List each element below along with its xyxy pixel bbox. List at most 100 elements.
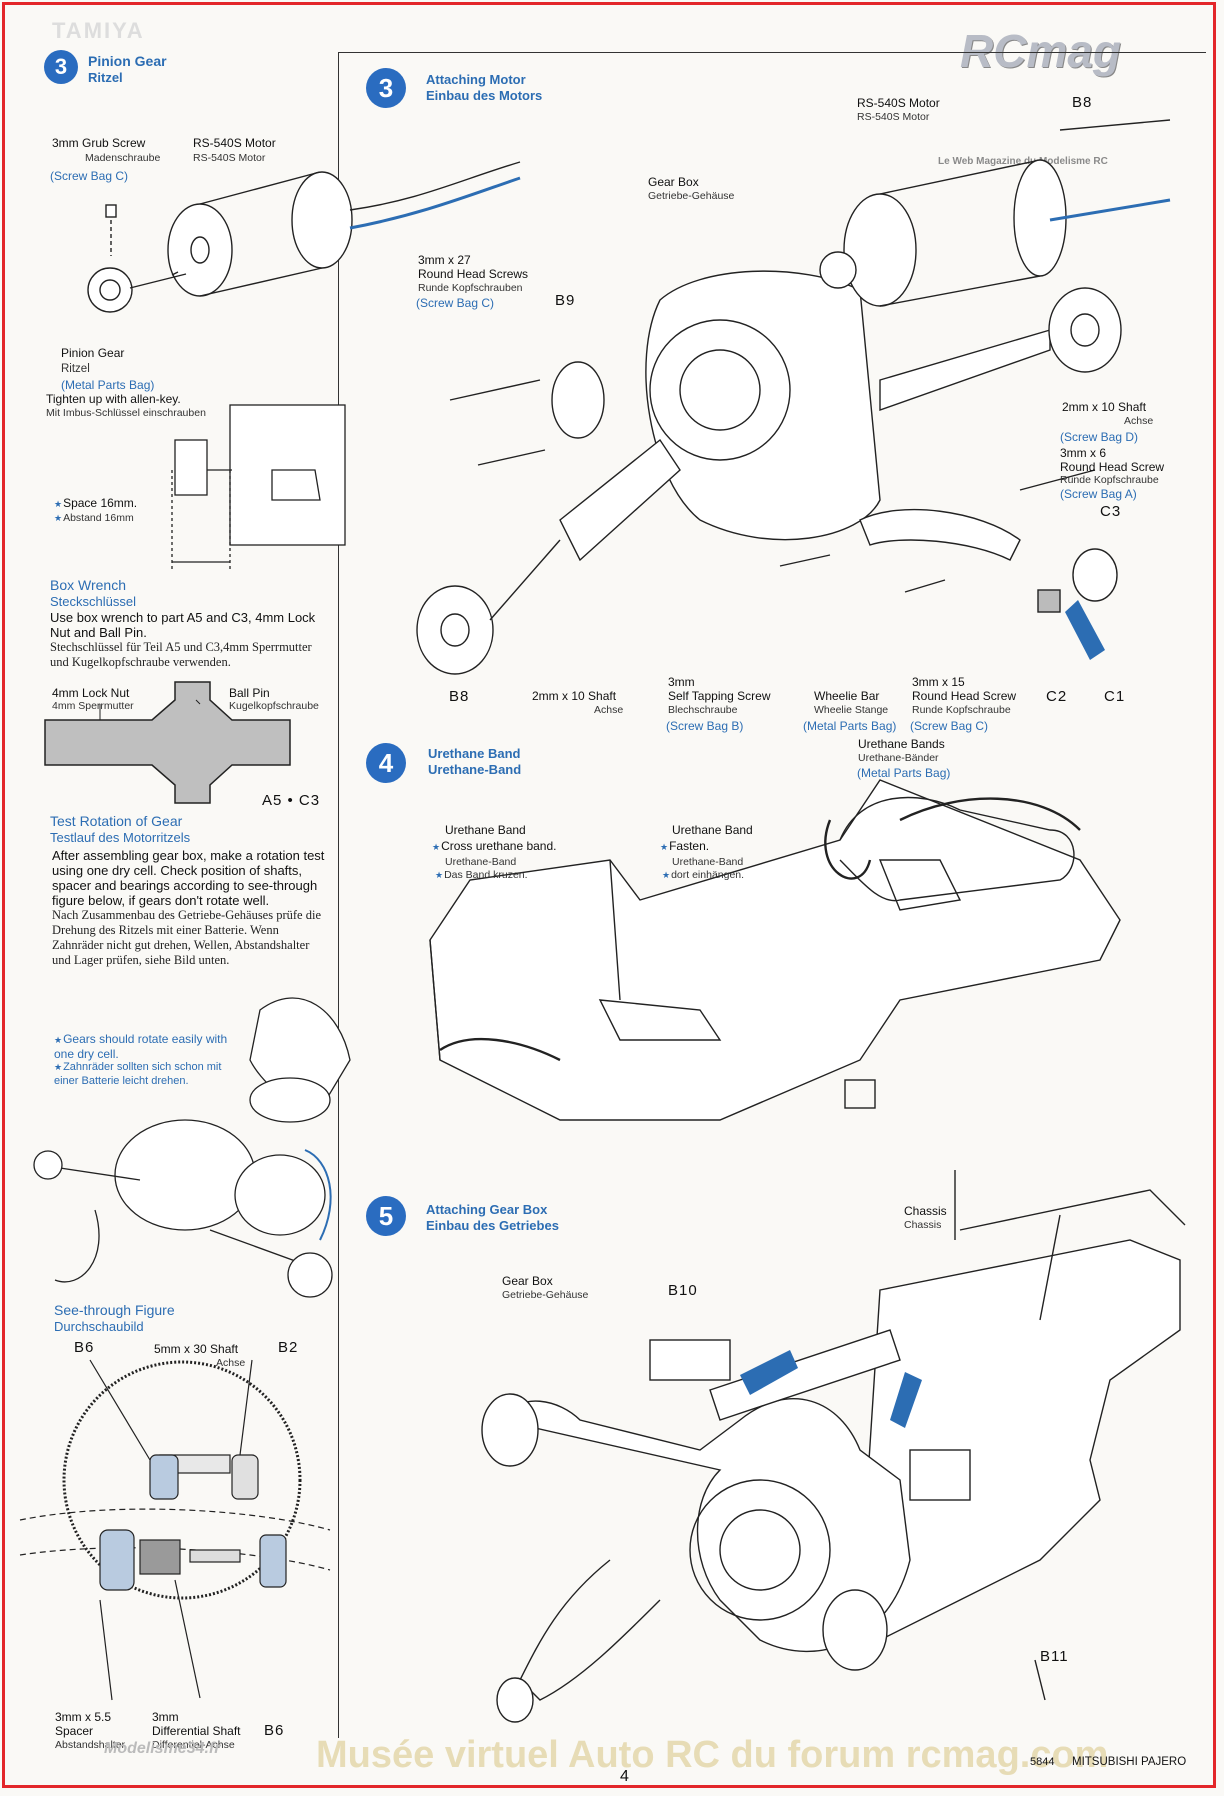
test-title-en: Test Rotation of Gear bbox=[50, 813, 183, 829]
pinion-gear-label: Pinion Gear bbox=[61, 346, 125, 360]
rhs-3x6-size: 3mm x 6 bbox=[1060, 446, 1107, 460]
rhs-3x15-size: 3mm x 15 bbox=[912, 675, 965, 689]
ballpin-label: Ball Pin bbox=[229, 686, 270, 700]
grub-screw-label-de: Madenschraube bbox=[85, 152, 161, 164]
box-wrench-shape bbox=[44, 681, 291, 804]
test-rotation-illustration bbox=[33, 997, 351, 1298]
rotation-note-en: Gears should rotate easily with one dry … bbox=[54, 1032, 234, 1061]
see-through-illustration bbox=[19, 1359, 331, 1701]
chassis-label-de: Chassis bbox=[904, 1219, 942, 1231]
wrench-text-en: Use box wrench to part A5 and C3, 4mm Lo… bbox=[50, 610, 316, 640]
step5-title-en: Attaching Gear Box bbox=[426, 1202, 548, 1217]
pinion-gear-bag: (Metal Parts Bag) bbox=[61, 378, 155, 392]
tighten-text: Tighten up with allen-key. bbox=[46, 392, 181, 406]
bands-label-de: Urethane-Bänder bbox=[858, 752, 939, 764]
locknut-label-de: 4mm Sperrmutter bbox=[52, 700, 134, 712]
band1-label: Urethane Band bbox=[445, 823, 526, 837]
step5-title-de: Einbau des Getriebes bbox=[426, 1218, 559, 1233]
screws-27-label-de: Runde Kopfschrauben bbox=[418, 282, 523, 294]
step3-title-de: Einbau des Motors bbox=[426, 88, 543, 103]
rcmag-tagline: Le Web Magazine du Modelisme RC bbox=[938, 156, 1108, 167]
test-text: After assembling gear box, make a rotati… bbox=[52, 848, 330, 968]
shaft-2x10-label: 2mm x 10 Shaft bbox=[1062, 400, 1147, 414]
step5-gearbox-label: Gear Box bbox=[502, 1274, 553, 1288]
bands-label: Urethane Bands bbox=[858, 737, 945, 751]
bottom-watermark: Musée virtuel Auto RC du forum rcmag.com bbox=[316, 1734, 1109, 1776]
screws-27-size: 3mm x 27 bbox=[418, 253, 471, 267]
screws-27-bag: (Screw Bag C) bbox=[416, 296, 495, 310]
band1-note: Cross urethane band. bbox=[432, 839, 556, 854]
step5-number: 5 bbox=[366, 1196, 406, 1236]
pinion-title-en: Pinion Gear bbox=[88, 53, 167, 69]
rhs-3x6-label: Round Head Screw bbox=[1060, 460, 1165, 474]
space-note: Space 16mm. bbox=[54, 496, 137, 511]
wrench-title-de: Steckschlüssel bbox=[50, 594, 136, 609]
modelisme34-watermark: Modelisme34.fr bbox=[104, 1740, 221, 1757]
test-text-en: After assembling gear box, make a rotati… bbox=[52, 848, 325, 908]
shaft-5x30-label: 5mm x 30 Shaft bbox=[154, 1342, 239, 1356]
bands-bag: (Metal Parts Bag) bbox=[857, 766, 951, 780]
brand-header: TAMIYA bbox=[52, 18, 145, 43]
part-b2: B2 bbox=[278, 1339, 299, 1356]
part-b9: B9 bbox=[555, 292, 576, 309]
seethrough-title-en: See-through Figure bbox=[54, 1302, 175, 1318]
rhs-3x15-label: Round Head Screw bbox=[912, 689, 1017, 703]
page-number: 4 bbox=[620, 1768, 629, 1785]
chassis-label: Chassis bbox=[904, 1204, 947, 1218]
band2-note-de: dort einhängen. bbox=[662, 868, 744, 882]
part-b6-top: B6 bbox=[74, 1339, 95, 1356]
model-code: 5844 bbox=[1030, 1756, 1055, 1768]
step3-number: 3 bbox=[366, 68, 406, 108]
wheelie-bar-bag: (Metal Parts Bag) bbox=[803, 719, 897, 733]
step5-illustration bbox=[481, 1170, 1186, 1723]
ballpin-label-de: Kugelkopfschraube bbox=[229, 700, 319, 712]
part-c1: C1 bbox=[1104, 688, 1126, 705]
step4-title-en: Urethane Band bbox=[428, 746, 521, 761]
tighten-text-de: Mit Imbus-Schlüssel einschrauben bbox=[46, 407, 206, 419]
rhs-3x15-bag: (Screw Bag C) bbox=[910, 719, 989, 733]
step4-chassis-illustration bbox=[429, 779, 1121, 1121]
motor-label: RS-540S Motor bbox=[193, 136, 276, 150]
step3-gearbox-illustration bbox=[416, 119, 1171, 675]
diff-shaft-label-de: Differential-Achse bbox=[152, 1739, 235, 1751]
screws-27-label: Round Head Screws bbox=[418, 267, 529, 281]
space-note-de: Abstand 16mm bbox=[54, 511, 134, 525]
shaft2-label: 2mm x 10 Shaft bbox=[532, 689, 617, 703]
motor-label-de: RS-540S Motor bbox=[193, 152, 266, 164]
part-b8-bottom: B8 bbox=[449, 688, 470, 705]
pinion-title-de: Ritzel bbox=[88, 70, 123, 85]
rotation-note-de: Zahnräder sollten sich schon mit einer B… bbox=[54, 1060, 224, 1088]
tap-screw-bag: (Screw Bag B) bbox=[666, 719, 744, 733]
part-c2: C2 bbox=[1046, 688, 1068, 705]
rhs-3x6-label-de: Runde Kopfschraube bbox=[1060, 474, 1159, 486]
rcmag-logo: RCmag bbox=[960, 25, 1122, 77]
spacer-size: 3mm x 5.5 bbox=[55, 1710, 112, 1724]
step3-motor-label: RS-540S Motor bbox=[857, 96, 940, 110]
tap-screw-label-de: Blechschraube bbox=[668, 704, 738, 716]
seethrough-title-de: Durchschaubild bbox=[54, 1319, 144, 1334]
shaft-2x10-label-de: Achse bbox=[1124, 415, 1154, 427]
grub-screw-bag: (Screw Bag C) bbox=[50, 169, 129, 183]
rhs-3x15-label-de: Runde Kopfschraube bbox=[912, 704, 1011, 716]
shaft2-label-de: Achse bbox=[594, 704, 624, 716]
locknut-label: 4mm Lock Nut bbox=[52, 686, 130, 700]
part-c3: C3 bbox=[1100, 503, 1122, 520]
pinion-gear-label-de: Ritzel bbox=[61, 363, 90, 375]
gearbox-label: Gear Box bbox=[648, 175, 699, 189]
step4-number: 4 bbox=[366, 743, 406, 783]
band2-label-de: Urethane-Band bbox=[672, 856, 744, 868]
part-b6-bottom: B6 bbox=[264, 1722, 285, 1739]
band1-label-de: Urethane-Band bbox=[445, 856, 517, 868]
model-name: MITSUBISHI PAJERO bbox=[1072, 1756, 1187, 1768]
tap-screw-label: Self Tapping Screw bbox=[668, 689, 771, 703]
wheelie-bar-label: Wheelie Bar bbox=[814, 689, 880, 703]
band2-label: Urethane Band bbox=[672, 823, 753, 837]
part-b11: B11 bbox=[1040, 1648, 1069, 1665]
grub-screw-label: 3mm Grub Screw bbox=[52, 136, 146, 150]
step3-title-en: Attaching Motor bbox=[426, 72, 526, 87]
spacer-label: Spacer bbox=[55, 1724, 94, 1738]
step-number-badge: 3 bbox=[44, 50, 78, 84]
band1-note-de: Das Band kruzen. bbox=[435, 868, 527, 882]
